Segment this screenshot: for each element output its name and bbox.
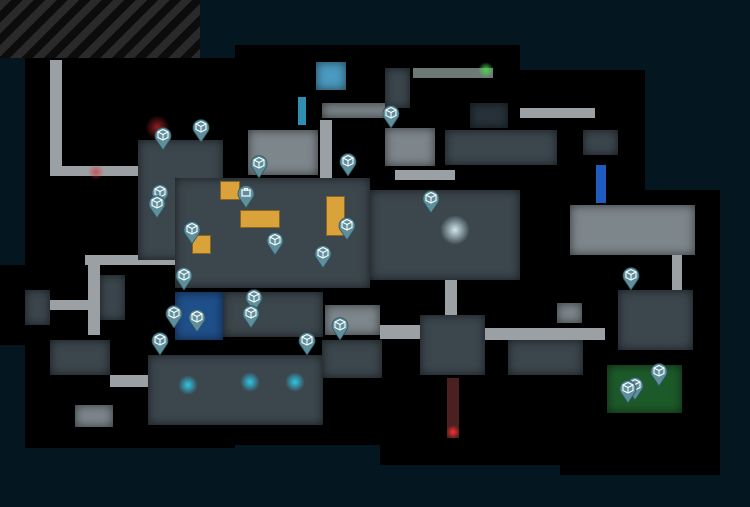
crate-zone [192, 235, 211, 254]
hallway [395, 170, 455, 180]
cyan-light [240, 372, 260, 392]
hallway [445, 275, 457, 320]
map-marker[interactable] [151, 331, 169, 355]
map-marker[interactable] [266, 231, 284, 255]
room [470, 103, 508, 128]
crate-icon [188, 309, 206, 332]
map-marker[interactable] [331, 316, 349, 340]
room [385, 128, 435, 166]
room [583, 130, 618, 155]
map-marker[interactable] [314, 244, 332, 268]
room [100, 275, 125, 320]
crate-icon [154, 127, 172, 150]
red-light [88, 164, 104, 180]
room [445, 130, 557, 165]
green-light [478, 62, 494, 78]
map-marker[interactable] [339, 152, 357, 176]
hallway [520, 108, 595, 118]
room [50, 340, 110, 375]
map-marker[interactable] [148, 194, 166, 218]
crate-icon [298, 332, 316, 355]
hallway [85, 255, 180, 265]
map-marker[interactable] [245, 288, 263, 312]
red-corridor [447, 378, 459, 438]
red-light [446, 425, 460, 439]
map-marker[interactable] [183, 220, 201, 244]
crate-icon [192, 119, 210, 142]
room [25, 290, 50, 325]
crate-icon [331, 317, 349, 340]
room [385, 68, 410, 108]
hallway [40, 300, 100, 310]
map-marker[interactable] [619, 379, 637, 403]
map-marker[interactable] [165, 304, 183, 328]
blue-corridor [298, 97, 306, 125]
hallway [485, 328, 605, 340]
hallway [672, 255, 682, 290]
briefcase-icon [237, 185, 255, 208]
crate-icon [266, 232, 284, 255]
map-marker[interactable] [192, 118, 210, 142]
hallway [320, 120, 332, 190]
crate-icon [165, 305, 183, 328]
room [322, 340, 382, 378]
map-marker[interactable] [650, 362, 668, 386]
center-light [440, 215, 470, 245]
room [223, 292, 323, 337]
cyan-light [285, 372, 305, 392]
hallway [88, 255, 100, 335]
map-marker[interactable] [154, 126, 172, 150]
room [75, 405, 113, 427]
crate-icon [183, 221, 201, 244]
crate-icon [650, 363, 668, 386]
map-marker[interactable] [188, 308, 206, 332]
crate-zone [240, 210, 280, 228]
map-marker[interactable] [422, 189, 440, 213]
crate-icon [250, 155, 268, 178]
crate-icon [422, 190, 440, 213]
hallway [50, 60, 62, 175]
crate-icon [314, 245, 332, 268]
room [508, 340, 583, 375]
crate-icon [339, 153, 357, 176]
hallway [413, 68, 493, 78]
room [420, 315, 485, 375]
map-marker[interactable] [338, 216, 356, 240]
hallway [380, 325, 425, 339]
room [557, 303, 582, 323]
hallway [110, 375, 150, 387]
crate-icon [619, 380, 637, 403]
map-marker[interactable] [622, 266, 640, 290]
garden-room [607, 365, 682, 413]
room [316, 62, 346, 90]
map-marker[interactable] [250, 154, 268, 178]
crate-icon [622, 267, 640, 290]
map-marker[interactable] [237, 184, 255, 208]
crate-icon [382, 105, 400, 128]
crate-icon [245, 289, 263, 312]
crate-icon [151, 332, 169, 355]
cyan-light [178, 375, 198, 395]
map-marker[interactable] [242, 304, 260, 328]
map-marker[interactable] [382, 104, 400, 128]
crate-icon [175, 267, 193, 290]
restricted-hatched-area [0, 0, 200, 58]
room [570, 205, 695, 255]
crate-icon [338, 217, 356, 240]
map-marker[interactable] [298, 331, 316, 355]
map-marker[interactable] [175, 266, 193, 290]
blue-corridor [596, 165, 606, 203]
crate-icon [242, 305, 260, 328]
room [322, 103, 392, 118]
crate-icon [148, 195, 166, 218]
room [618, 290, 693, 350]
